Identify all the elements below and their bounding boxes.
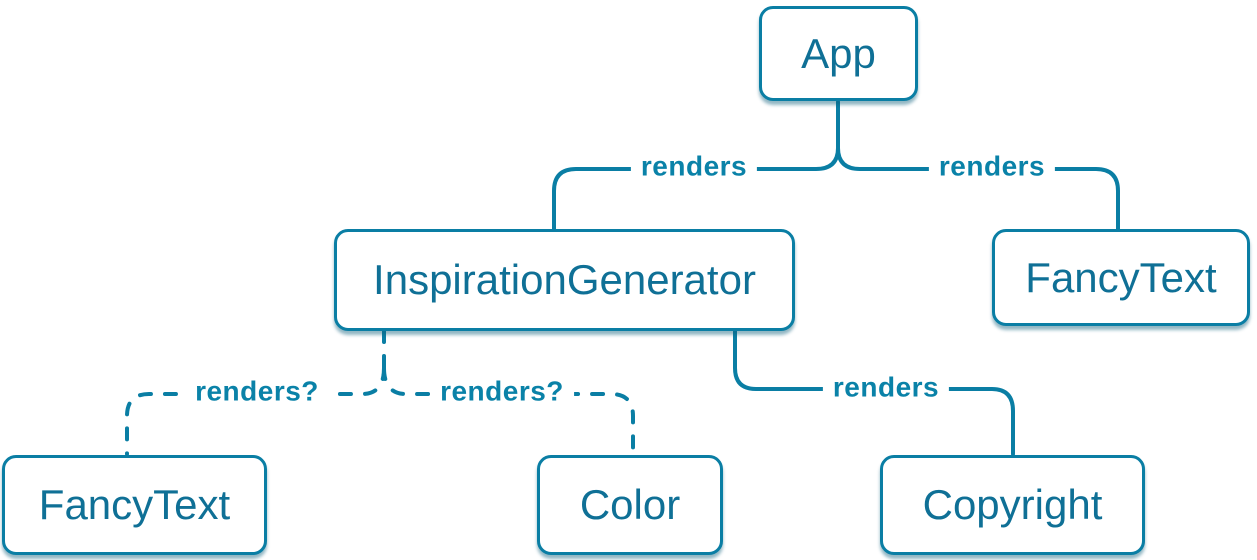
node-color: Color — [537, 455, 723, 555]
edge-inspirationgenerator-fancytext-dashed-line — [125, 366, 386, 456]
node-fancy-text-top: FancyText — [992, 229, 1250, 326]
edge-app-fancytext-line — [836, 146, 1120, 231]
edge-label-renders-app-inspirationgenerator: renders — [630, 151, 758, 183]
node-app-label: App — [801, 29, 876, 77]
edge-label-renders-inspirationgenerator-color: renders? — [430, 376, 574, 408]
node-color-label: Color — [579, 481, 681, 528]
edge-label-renders-inspirationgenerator-fancytext: renders? — [185, 376, 329, 408]
node-app: App — [759, 6, 918, 101]
node-fancy-text-bottom: FancyText — [2, 455, 267, 555]
node-inspiration-generator: InspirationGenerator — [334, 229, 795, 331]
node-inspiration-generator-label: InspirationGenerator — [373, 256, 756, 303]
edge-label-renders-app-fancytext: renders — [928, 151, 1056, 183]
node-copyright: Copyright — [880, 455, 1145, 555]
edge-app-inspirationgenerator-line — [552, 146, 840, 231]
edge-label-renders-inspirationgenerator-copyright: renders — [822, 372, 950, 404]
node-copyright-label: Copyright — [922, 481, 1103, 528]
node-fancy-text-top-label: FancyText — [1025, 253, 1217, 301]
node-fancy-text-bottom-label: FancyText — [38, 481, 231, 528]
